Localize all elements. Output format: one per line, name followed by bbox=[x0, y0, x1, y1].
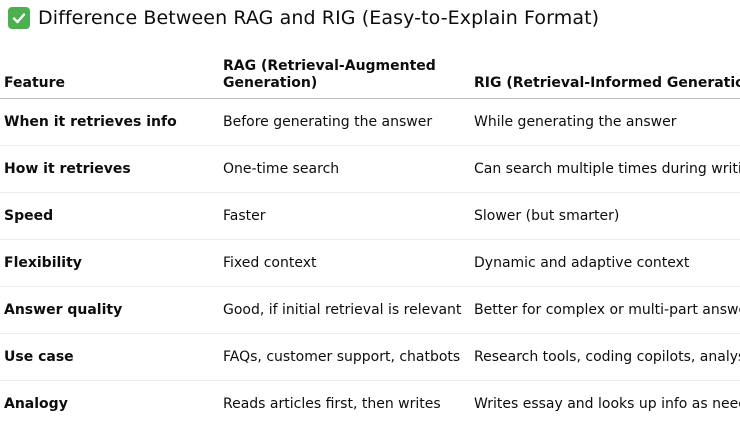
rig-cell: Can search multiple times during writing bbox=[470, 146, 740, 193]
rag-cell: Fixed context bbox=[219, 240, 470, 287]
rag-cell: Reads articles first, then writes bbox=[219, 381, 470, 427]
feature-cell: Answer quality bbox=[0, 287, 219, 334]
rig-cell: While generating the answer bbox=[470, 99, 740, 146]
rag-cell: FAQs, customer support, chatbots bbox=[219, 334, 470, 381]
table-row: When it retrieves info Before generating… bbox=[0, 99, 740, 146]
feature-cell: Analogy bbox=[0, 381, 219, 427]
rag-cell: One-time search bbox=[219, 146, 470, 193]
table-row: How it retrieves One-time search Can sea… bbox=[0, 146, 740, 193]
feature-cell: How it retrieves bbox=[0, 146, 219, 193]
rig-cell: Slower (but smarter) bbox=[470, 193, 740, 240]
header-feature: Feature bbox=[0, 46, 219, 99]
feature-cell: Use case bbox=[0, 334, 219, 381]
rag-cell: Before generating the answer bbox=[219, 99, 470, 146]
rag-cell: Good, if initial retrieval is relevant bbox=[219, 287, 470, 334]
table-header-row: Feature RAG (Retrieval-Augmented Generat… bbox=[0, 46, 740, 99]
check-mark-button-icon bbox=[8, 7, 30, 29]
header-rag: RAG (Retrieval-Augmented Generation) bbox=[219, 46, 470, 99]
table-row: Analogy Reads articles first, then write… bbox=[0, 381, 740, 427]
rig-cell: Research tools, coding copilots, analysi… bbox=[470, 334, 740, 381]
title-row: Difference Between RAG and RIG (Easy-to-… bbox=[8, 6, 599, 30]
rag-cell: Faster bbox=[219, 193, 470, 240]
comparison-table: Feature RAG (Retrieval-Augmented Generat… bbox=[0, 46, 740, 427]
rig-cell: Better for complex or multi-part answers bbox=[470, 287, 740, 334]
rig-cell: Dynamic and adaptive context bbox=[470, 240, 740, 287]
feature-cell: Flexibility bbox=[0, 240, 219, 287]
table-row: Flexibility Fixed context Dynamic and ad… bbox=[0, 240, 740, 287]
page-title: Difference Between RAG and RIG (Easy-to-… bbox=[38, 7, 599, 29]
feature-cell: Speed bbox=[0, 193, 219, 240]
table-row: Speed Faster Slower (but smarter) bbox=[0, 193, 740, 240]
table-row: Use case FAQs, customer support, chatbot… bbox=[0, 334, 740, 381]
table-row: Answer quality Good, if initial retrieva… bbox=[0, 287, 740, 334]
feature-cell: When it retrieves info bbox=[0, 99, 219, 146]
header-rig: RIG (Retrieval-Informed Generation) bbox=[470, 46, 740, 99]
rig-cell: Writes essay and looks up info as needed bbox=[470, 381, 740, 427]
